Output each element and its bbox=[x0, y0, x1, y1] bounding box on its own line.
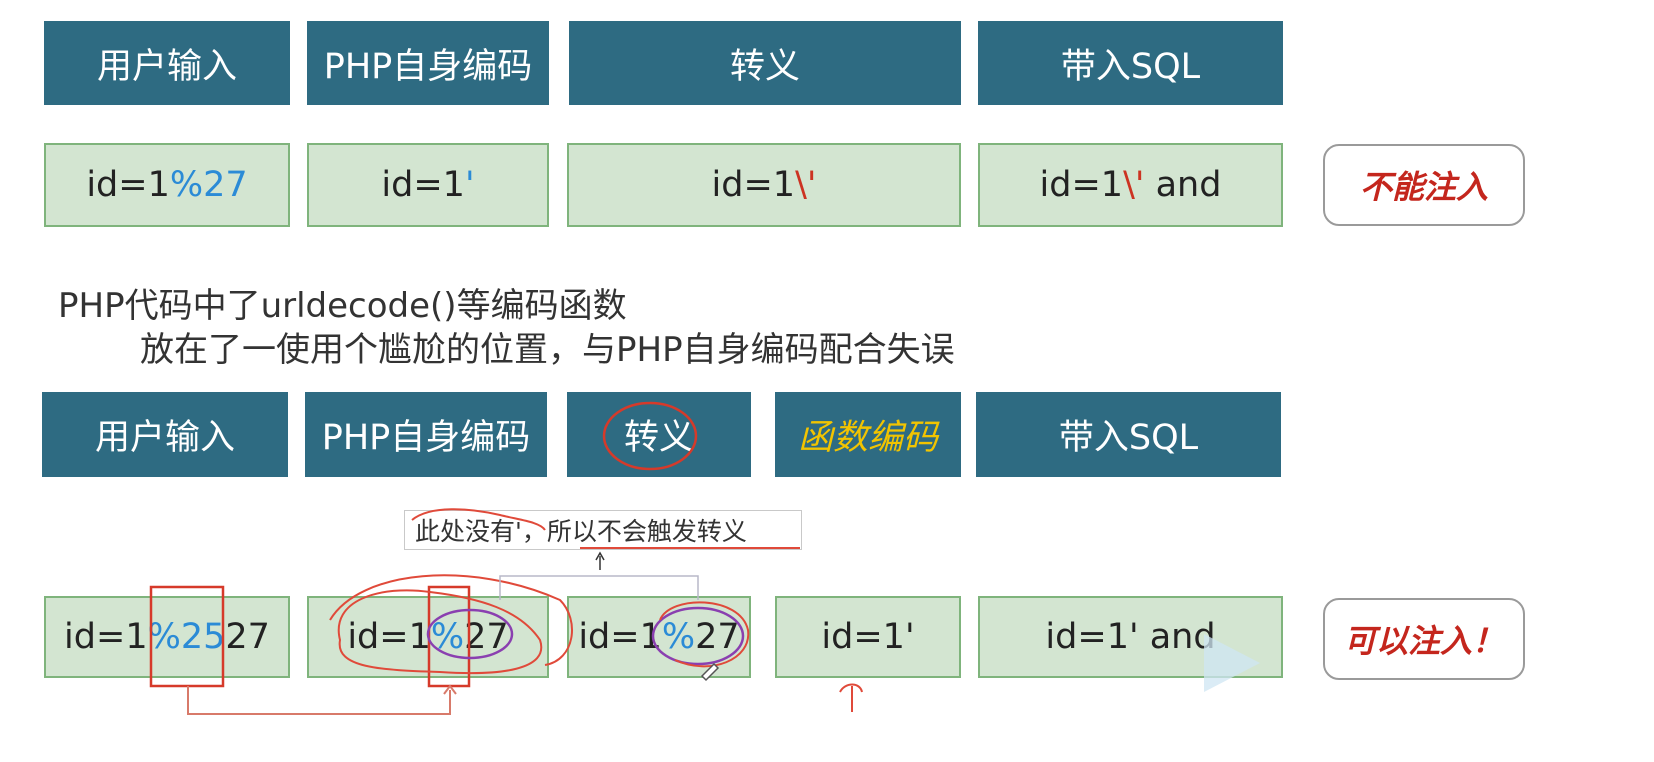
value-tail: and bbox=[1144, 165, 1222, 205]
scribble-php-encoding-outer bbox=[329, 574, 573, 666]
value-text: id=1' and bbox=[1045, 617, 1216, 657]
value-highlight: %25 bbox=[147, 617, 226, 657]
value-tail: 27 bbox=[225, 617, 270, 657]
value-highlight: \' bbox=[795, 165, 817, 205]
row2-verdict: 可以注入！ bbox=[1323, 598, 1525, 680]
row1-value-into-sql: id=1\' and bbox=[978, 143, 1283, 227]
value-highlight: %27 bbox=[169, 165, 248, 205]
play-icon[interactable] bbox=[1198, 628, 1268, 698]
connector-line bbox=[187, 686, 451, 715]
row1-value-escape: id=1\' bbox=[567, 143, 961, 227]
value-text: id=1 bbox=[86, 165, 170, 205]
scribble-escape bbox=[659, 601, 750, 668]
callout-link-line bbox=[499, 575, 699, 600]
value-text: id=1 bbox=[711, 165, 796, 205]
row1-header-into-sql: 带入SQL bbox=[978, 21, 1283, 105]
pointer-arrow-icon bbox=[595, 551, 605, 561]
row1-header-user-input: 用户输入 bbox=[44, 21, 290, 105]
row2-value-function-encoding: id=1' bbox=[775, 596, 961, 678]
highlight-rect-user-input bbox=[149, 585, 225, 688]
row2-header-php-encoding: PHP自身编码 bbox=[305, 392, 547, 477]
note-line-2: 放在了一使用个尴尬的位置，与PHP自身编码配合失误 bbox=[140, 330, 955, 370]
circle-escape-header bbox=[602, 401, 698, 471]
row2-header-user-input: 用户输入 bbox=[42, 392, 288, 477]
value-text: id=1 bbox=[1039, 165, 1124, 205]
row1-value-user-input: id=1%27 bbox=[44, 143, 290, 227]
note-line-1: PHP代码中了urldecode()等编码函数 bbox=[58, 286, 627, 326]
purple-circle-php-encoding bbox=[426, 608, 514, 660]
row1-header-php-encoding: PHP自身编码 bbox=[307, 21, 549, 105]
annotation-callout: 此处没有'，所以不会触发转义 bbox=[404, 510, 802, 550]
value-text: id=1 bbox=[347, 617, 431, 657]
value-highlight: \' bbox=[1123, 165, 1145, 205]
value-text: id=1 bbox=[381, 165, 465, 205]
bottom-marker-hook bbox=[839, 683, 863, 693]
row1-header-escape: 转义 bbox=[569, 21, 961, 105]
purple-circle-escape bbox=[651, 606, 745, 666]
value-highlight: % bbox=[661, 617, 696, 657]
value-text: id=1 bbox=[578, 617, 662, 657]
value-tail: 27 bbox=[695, 617, 740, 657]
value-text: id=1' bbox=[821, 617, 915, 657]
row1-value-php-encoding: id=1' bbox=[307, 143, 549, 227]
row2-header-function-encoding: 函数编码 bbox=[775, 392, 961, 477]
arrow-head-icon bbox=[443, 684, 457, 695]
pencil-icon bbox=[700, 662, 720, 682]
value-text: id=1 bbox=[64, 617, 148, 657]
value-highlight: ' bbox=[464, 165, 475, 205]
scribble-php-encoding bbox=[337, 589, 543, 675]
value-highlight: % bbox=[430, 617, 465, 657]
callout-scribble bbox=[411, 508, 546, 531]
row1-verdict: 不能注入 bbox=[1323, 144, 1525, 226]
row2-header-into-sql: 带入SQL bbox=[976, 392, 1281, 477]
row2-header-escape: 转义 bbox=[567, 392, 751, 477]
